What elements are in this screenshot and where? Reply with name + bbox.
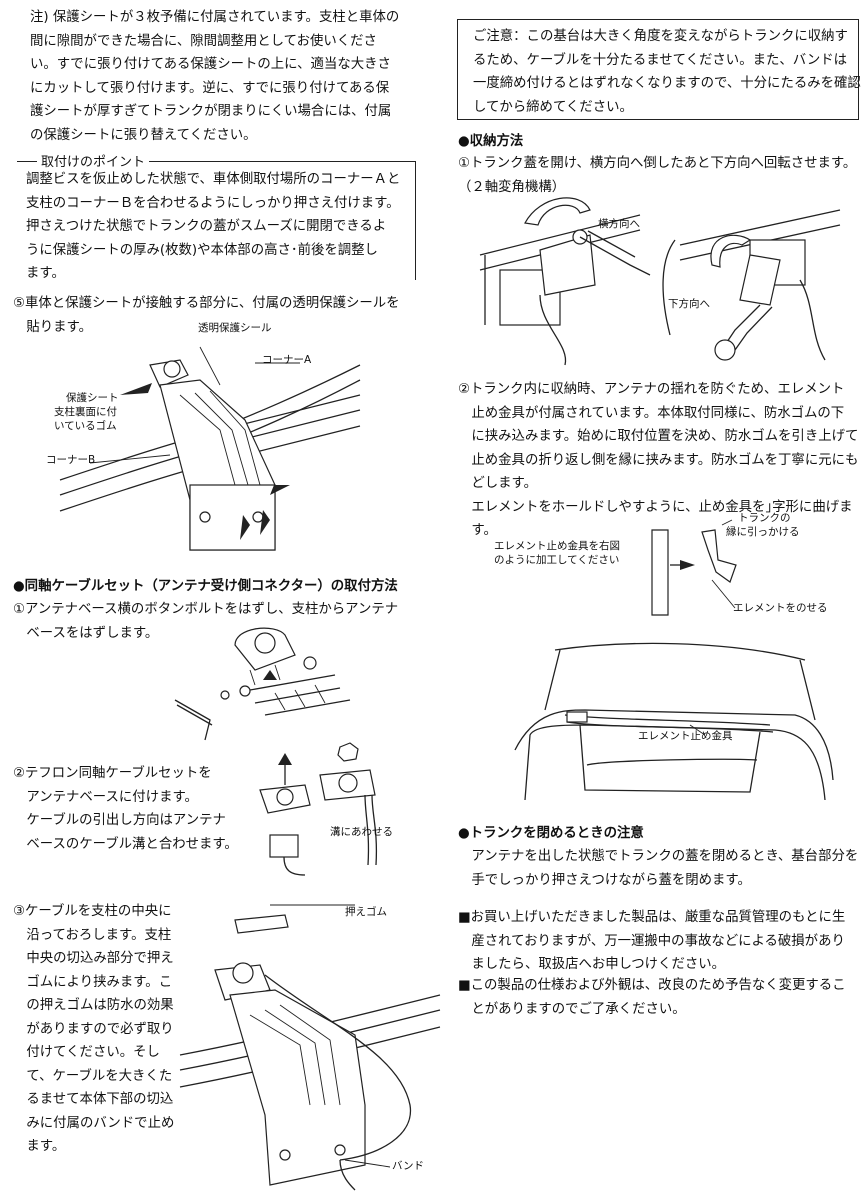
spec-change-notice: ■この製品の仕様および外観は、改良のため予告なく変更するこ とがありますのでご了… xyxy=(458,974,846,1021)
trunk-figure xyxy=(514,642,834,801)
fold-sequence-figure xyxy=(479,197,841,366)
storage-title: ●収納方法 xyxy=(458,134,524,149)
text-line: ましたら、取扱店へお申しつけください。 xyxy=(458,957,726,972)
text-line: がありますので必ず取り xyxy=(13,1021,174,1037)
text-line: アンテナを出した状態でトランクの蓋を閉めるとき、基台部分を xyxy=(458,849,859,864)
text-line: 調整ビスを仮止めした状態で、車体側取付場所のコーナーＡと xyxy=(26,172,401,187)
text-line: 支柱のコーナーＢを合わせるようにしっかり押さえ付けます。 xyxy=(26,195,400,211)
bracket-process-label-1: エレメント止め金具を右図 xyxy=(494,540,620,552)
installation-point-body: 調整ビスを仮止めした状態で、車体側取付場所のコーナーＡと支柱のコーナーＢを合わせ… xyxy=(26,168,400,286)
text-line: ③ケーブルを支柱の中央に xyxy=(13,904,172,919)
text-line: ケーブルの引出し方向はアンテナ xyxy=(13,813,226,828)
text-line: 中央の切込み部分で押え xyxy=(13,951,174,966)
text-line: （２軸変角機構） xyxy=(458,179,566,195)
coax-step1-text: ①アンテナベース横のボタンボルトをはずし、支柱からアンテナ ベースをはずします。 xyxy=(13,598,398,645)
band-label: バンド xyxy=(392,1160,425,1172)
text-line: るため、ケーブルを十分たるませてください。また、バンドは xyxy=(473,52,847,68)
text-line: ベースのケーブル溝と合わせます。 xyxy=(13,836,238,852)
text-line: 押さえつけた状態でトランクの蓋がスムーズに開閉できるよ xyxy=(26,219,387,234)
text-line: ます。 xyxy=(26,266,65,281)
storage-step2-text: ②トランク内に収納時、アンテナの揺れを防ぐため、エレメント 止め金具が付属されて… xyxy=(458,378,858,543)
text-line: の保護シートに張り替えてください。 xyxy=(30,127,257,143)
cable-routing-figure xyxy=(179,904,441,1191)
text-line: の押えゴムは防水の効果 xyxy=(13,998,174,1013)
text-line: にカットして張り付けます。逆に、すでに張り付けてある保 xyxy=(30,80,390,96)
quality-notice: ■お買い上げいただきました製品は、厳重な品質管理のもとに生 産されておりますが、… xyxy=(458,906,845,977)
pressing-rubber-label: 押えゴム xyxy=(345,906,387,918)
note-paragraph: 注) 保護シートが３枚予備に付属されています。支柱と車体の間に隙間ができた場合に… xyxy=(30,6,399,147)
text-line: とがありますのでご了承ください。 xyxy=(458,1001,686,1017)
step5-text: ⑤車体と保護シートが接触する部分に、付属の透明保護シールを 貼ります。 xyxy=(13,292,400,339)
text-line: 一度締め付けるとはずれなくなりますので、十分にたるみを確認 xyxy=(473,76,861,91)
text-line: に挟み込みます。始めに取付位置を決め、防水ゴムを引き上げて xyxy=(458,429,859,444)
caution-text: ご注意：この基台は大きく角度を変えながらトランクに収納するため、ケーブルを十分た… xyxy=(473,25,861,119)
text-line: 沿っておろします。支柱 xyxy=(13,927,172,943)
hook-label-2: 縁に引っかける xyxy=(726,526,800,538)
text-line: アンテナベースに付けます。 xyxy=(13,789,198,805)
groove-label: 溝にあわせる xyxy=(330,826,393,838)
installation-point-title: 取付けのポイント xyxy=(37,151,150,175)
text-line: どします。 xyxy=(458,476,538,491)
text-line: ベースをはずします。 xyxy=(13,625,159,641)
coax-step3-text: ③ケーブルを支柱の中央に 沿っておろします。支柱 中央の切込み部分で押え ゴムに… xyxy=(13,900,174,1159)
caution-box xyxy=(457,19,859,120)
remove-antenna-base-figure xyxy=(174,627,351,741)
text-line: 護シートが厚すぎてトランクが閉まりにくい場合には、付属 xyxy=(30,104,392,119)
text-line: 止め金具の折り返し側を縁に挟みます。防水ゴムを丁寧に元にも xyxy=(458,452,859,468)
teflon-cable-figure xyxy=(259,742,378,876)
text-line: 間に隙間ができた場合に、隙間調整用としてお使いくださ xyxy=(30,33,377,49)
text-line: 付けてください。そし xyxy=(13,1045,160,1060)
downward-label: 下方向へ xyxy=(668,298,710,310)
corner-b-label: コーナーB xyxy=(46,454,96,466)
protective-seal-figure xyxy=(59,346,361,551)
text-line: 手でしっかり押さえつけながら蓋を閉めます。 xyxy=(458,872,751,888)
text-line: 産されておりますが、万一運搬中の事故などによる破損があり xyxy=(458,933,845,949)
text-line: 止め金具が付属されています。本体取付同様に、防水ゴムの下 xyxy=(458,405,845,421)
protective-sheet-label-3: いているゴム xyxy=(54,420,117,432)
protective-sheet-label-2: 支柱裏面に付 xyxy=(54,406,117,418)
installation-point-box xyxy=(17,161,416,280)
text-line: 貼ります。 xyxy=(13,319,93,335)
text-line: るませて本体下部の切込 xyxy=(13,1092,174,1107)
close-caution-title: ●トランクを閉めるときの注意 xyxy=(458,826,644,841)
sideways-label: 横方向へ xyxy=(598,218,640,230)
protective-sheet-label-1: 保護シート xyxy=(66,392,119,404)
text-line: うに保護シートの厚み(枚数)や本体部の高さ･前後を調整し xyxy=(26,242,378,258)
text-line: ①トランク蓋を開け、横方向へ倒したあと下方向へ回転させます。 xyxy=(458,156,857,171)
text-line: す。 xyxy=(458,523,497,538)
text-line: い。すでに張り付けてある保護シートの上に、適当な大きさ xyxy=(30,57,391,72)
bracket-process-label-2: のように加工してください xyxy=(494,554,620,566)
text-line: してから締めてください。 xyxy=(473,99,633,115)
text-line: みに付属のバンドで止め xyxy=(13,1115,175,1131)
text-line: ご注意：この基台は大きく角度を変えながらトランクに収納す xyxy=(473,29,848,44)
text-line: ます。 xyxy=(13,1139,66,1154)
coax-step2-text: ②テフロン同軸ケーブルセットを アンテナベースに付けます。 ケーブルの引出し方向… xyxy=(13,762,238,856)
text-line: ■この製品の仕様および外観は、改良のため予告なく変更するこ xyxy=(458,978,846,993)
text-line: ⑤車体と保護シートが接触する部分に、付属の透明保護シールを xyxy=(13,296,400,311)
text-line: て、ケーブルを大きくた xyxy=(13,1068,173,1084)
place-element-label: エレメントをのせる xyxy=(733,602,828,614)
text-line: ゴムにより挟みます。こ xyxy=(13,974,173,990)
close-caution-text: アンテナを出した状態でトランクの蓋を閉めるとき、基台部分を 手でしっかり押さえつ… xyxy=(458,845,858,892)
hook-label-1: トランクの xyxy=(738,512,791,524)
storage-step1-text: ①トランク蓋を開け、横方向へ倒したあと下方向へ回転させます。 （２軸変角機構） xyxy=(458,152,856,199)
element-bracket-figure xyxy=(651,519,737,616)
text-line: ②トランク内に収納時、アンテナの揺れを防ぐため、エレメント xyxy=(458,382,845,397)
text-line: ①アンテナベース横のボタンボルトをはずし、支柱からアンテナ xyxy=(13,602,399,617)
coax-title: ●同軸ケーブルセット（アンテナ受け側コネクター）の取付方法 xyxy=(13,579,398,594)
transparent-seal-label: 透明保護シール xyxy=(198,322,272,334)
text-line: 注) 保護シートが３枚予備に付属されています。支柱と車体の xyxy=(30,10,400,25)
text-line: エレメントをホールドしやすように、止め金具を｣字形に曲げま xyxy=(458,499,853,515)
element-bracket-label: エレメント止め金具 xyxy=(638,730,733,742)
text-line: ②テフロン同軸ケーブルセットを xyxy=(13,766,212,781)
corner-a-label: コーナーA xyxy=(262,354,312,366)
text-line: ■お買い上げいただきました製品は、厳重な品質管理のもとに生 xyxy=(458,910,846,925)
